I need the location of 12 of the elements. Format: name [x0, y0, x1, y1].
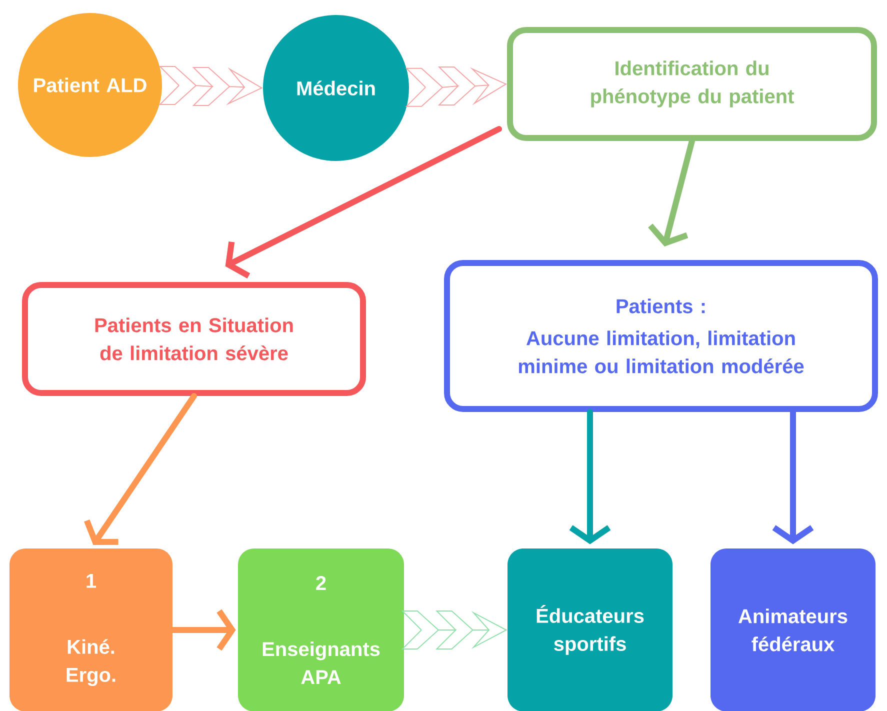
role-box: 2 Enseignants APA	[238, 548, 404, 711]
arrow	[569, 409, 611, 544]
process-box: Identification du phénotype du patient	[507, 27, 877, 141]
role-box: 1 Kiné. Ergo.	[10, 548, 172, 711]
category-box: Patients en Situation de limitation sévère	[22, 282, 366, 396]
role-box: Animateurs fédéraux	[710, 548, 876, 711]
arrow	[772, 409, 814, 544]
category-box: Patients : Aucune limitation, limitation minime ou limitation modérée	[444, 260, 878, 412]
arrow	[225, 126, 502, 278]
arrow	[648, 138, 695, 246]
arrow	[84, 393, 197, 545]
role-box: Éducateurs sportifs	[508, 548, 672, 711]
